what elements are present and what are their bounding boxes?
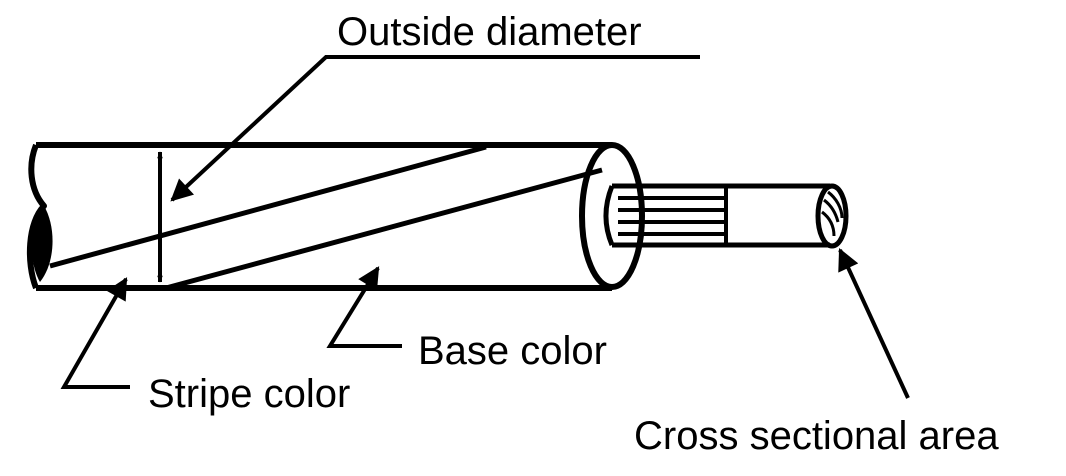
leader-lines [60, 55, 910, 399]
outside-diameter-label: Outside diameter [337, 10, 642, 54]
wire-jacket [26, 142, 645, 291]
conductor-end-texture [821, 190, 844, 237]
jacket-break-shadow [31, 206, 53, 282]
cross-section-leader [838, 248, 910, 399]
stripe-edge-right [165, 167, 603, 291]
cross-sectional-area-label: Cross sectional area [634, 414, 999, 458]
conductor-end-face [815, 183, 849, 249]
stripe-edge-left [49, 144, 487, 269]
base-color-label: Base color [418, 329, 607, 373]
conductor-strands [603, 183, 849, 249]
stripe-color-leader [60, 277, 130, 389]
stripe-band [49, 144, 603, 291]
strand-left-cap [603, 185, 615, 246]
base-color-leader [326, 266, 402, 348]
outside-diameter-leader [170, 55, 700, 202]
stripe-color-label: Stripe color [148, 372, 350, 416]
jacket-end-face [579, 142, 645, 290]
